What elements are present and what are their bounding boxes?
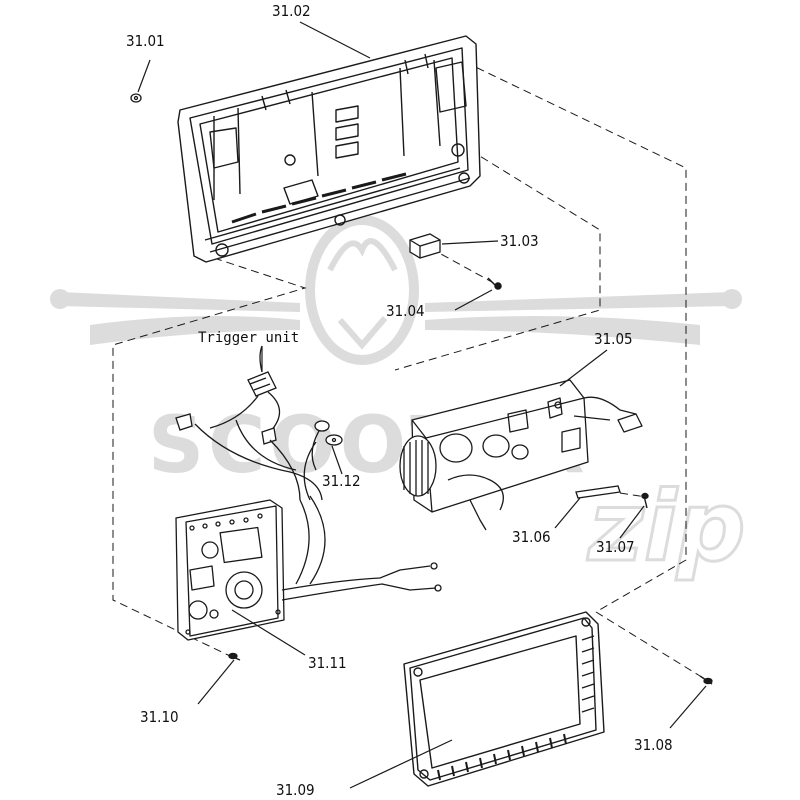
assembly-guide-lines: [112, 61, 701, 677]
guide-line-screw-3104: [429, 247, 493, 283]
watermark: SCOOTER zip: [50, 215, 747, 585]
part-31-03-clip: [409, 233, 441, 259]
label-31-09: 31.09: [276, 781, 315, 799]
label-31-02: 31.02: [272, 2, 311, 20]
leader-31-01: [137, 59, 151, 93]
part-31-08-screw: [699, 675, 713, 685]
leader-31-11: [231, 609, 306, 656]
part-31-12-terminal: [314, 420, 343, 446]
part-31-11-control-panel: [175, 495, 442, 641]
part-31-02-housing-frame: [177, 35, 481, 263]
guide-line-screw-3107: [619, 492, 647, 498]
label-31-04: 31.04: [386, 302, 425, 320]
trigger-unit-body: [247, 371, 277, 397]
watermark-emblem: [305, 215, 419, 365]
leader-31-06: [554, 497, 581, 529]
part-31-04-screw: [487, 277, 502, 290]
leader-31-04: [454, 289, 493, 311]
part-labels: 31.01 31.02 31.03 31.04 31.05 31.06 31.0…: [126, 2, 673, 799]
leader-31-07: [619, 505, 645, 539]
label-31-08: 31.08: [634, 736, 673, 754]
part-31-05-inverter-module: [399, 379, 643, 531]
label-31-12: 31.12: [322, 472, 361, 490]
label-trigger-unit: Trigger unit: [198, 330, 299, 346]
part-31-09-front-cover: [403, 611, 605, 787]
leader-31-05: [559, 349, 608, 387]
label-31-03: 31.03: [500, 232, 539, 250]
label-31-05: 31.05: [594, 330, 633, 348]
part-31-10-screw: [227, 652, 241, 661]
leader-lines: [137, 21, 707, 789]
label-31-10: 31.10: [140, 708, 179, 726]
label-31-01: 31.01: [126, 32, 165, 50]
label-31-06: 31.06: [512, 528, 551, 546]
leader-31-12: [331, 445, 343, 475]
guide-line-front-cover: [595, 611, 701, 677]
leader-31-10: [197, 659, 235, 705]
part-31-07-screw: [641, 492, 649, 509]
leader-31-02: [299, 21, 371, 59]
leader-31-08: [669, 685, 707, 729]
guide-line-right-outer: [464, 61, 687, 613]
part-31-06-bar: [575, 485, 621, 499]
part-31-01-nut: [130, 93, 142, 103]
leader-31-03: [441, 240, 499, 245]
guide-line-right-inner: [394, 149, 601, 371]
leader-31-09: [349, 739, 453, 789]
label-31-11: 31.11: [308, 654, 347, 672]
label-31-07: 31.07: [596, 538, 635, 556]
